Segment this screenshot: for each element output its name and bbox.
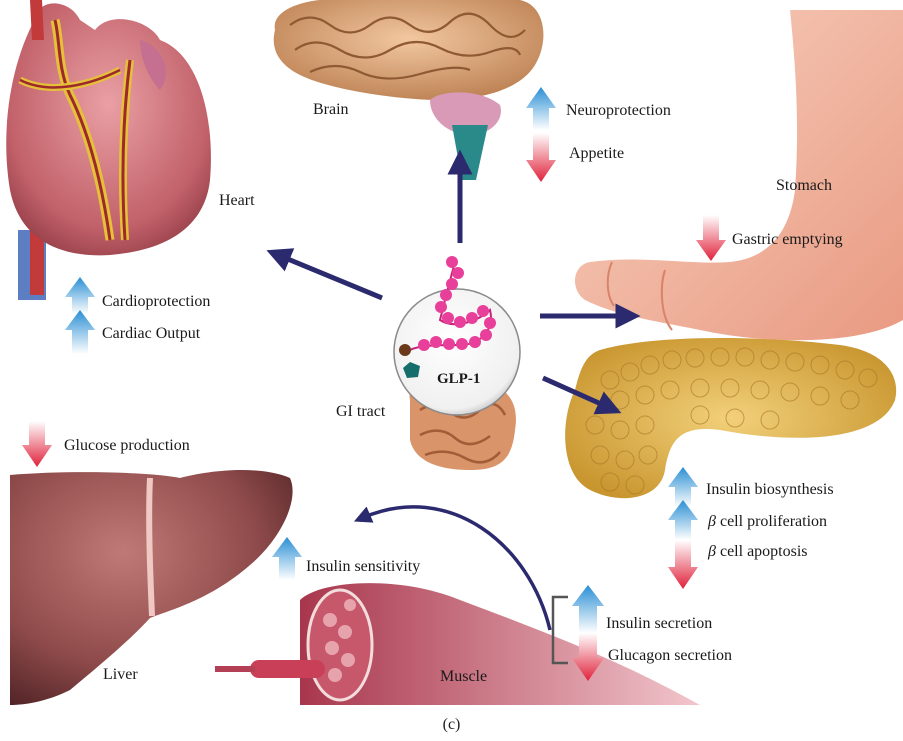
cell-apoptosis-text: cell apoptosis	[720, 543, 808, 560]
cell-proliferation-up-arrow	[668, 500, 698, 540]
glucose-production-down-arrow	[22, 421, 52, 467]
brain-illustration	[274, 0, 544, 180]
glucose-production-label: Glucose production	[64, 437, 190, 455]
liver-label: Liver	[103, 666, 138, 684]
pancreas-illustration	[565, 338, 896, 498]
cardiac-output-up-arrow	[65, 310, 95, 354]
insulin-biosynthesis-label: Insulin biosynthesis	[706, 481, 834, 499]
arrow-to-heart	[278, 255, 382, 298]
stomach-illustration	[575, 10, 903, 340]
cardioprotection-label: Cardioprotection	[102, 293, 210, 311]
heart-illustration	[6, 0, 211, 300]
cell-proliferation-label: β cell proliferation	[708, 513, 827, 531]
neuroprotection-up-arrow	[526, 87, 556, 130]
gastric-emptying-label: Gastric emptying	[732, 231, 843, 249]
cardiac-output-label: Cardiac Output	[102, 325, 200, 343]
glp1-label: GLP-1	[437, 370, 480, 388]
gi-tract-label: GI tract	[336, 403, 385, 421]
cell-apoptosis-down-arrow	[668, 540, 698, 589]
heart-label: Heart	[219, 192, 255, 210]
gastric-emptying-down-arrow	[696, 215, 726, 261]
insulin-secretion-label: Insulin secretion	[606, 615, 712, 633]
beta-symbol: β	[708, 543, 716, 560]
cell-proliferation-text: cell proliferation	[720, 513, 827, 530]
brain-label: Brain	[313, 101, 349, 119]
stomach-label: Stomach	[776, 177, 832, 195]
appetite-down-arrow	[526, 133, 556, 182]
glucagon-secretion-label: Glucagon secretion	[608, 647, 732, 665]
muscle-label: Muscle	[440, 668, 487, 686]
neuroprotection-label: Neuroprotection	[566, 102, 671, 120]
insulin-secretion-up-arrow	[572, 585, 604, 633]
cardioprotection-up-arrow	[65, 277, 95, 314]
beta-symbol: β	[708, 513, 716, 530]
glp1-center-circle	[394, 289, 520, 415]
insulin-sensitivity-up-arrow	[272, 537, 302, 580]
muscle-illustration	[215, 583, 700, 705]
appetite-label: Appetite	[569, 145, 624, 163]
cell-apoptosis-label: β cell apoptosis	[708, 543, 808, 561]
figure-caption: (c)	[0, 716, 903, 734]
insulin-sensitivity-label: Insulin sensitivity	[306, 558, 420, 576]
